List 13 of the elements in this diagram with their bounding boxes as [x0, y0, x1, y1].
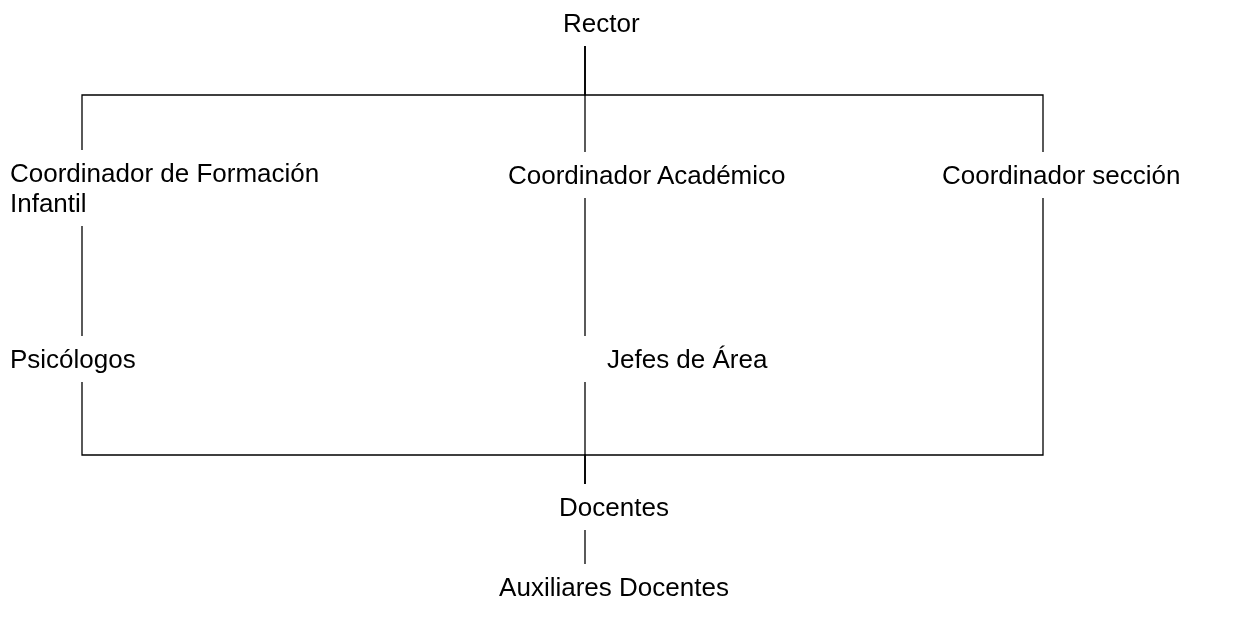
connector-line	[584, 45, 1044, 153]
org-role-label: Rector	[563, 0, 640, 46]
org-role-label: Psicólogos	[10, 336, 136, 382]
org-role-label: Jefes de Área	[580, 336, 768, 382]
connector-line	[584, 529, 586, 565]
org-role-label: Docentes	[559, 484, 669, 530]
org-role-label: Auxiliares Docentes	[499, 564, 729, 610]
connector-line	[81, 225, 83, 337]
org-role-label: Coordinador de Formación Infantil	[10, 150, 370, 226]
org-role-label: Coordinador sección	[942, 152, 1181, 198]
connector-line	[584, 197, 586, 337]
connector-line	[584, 197, 1044, 485]
org-role-label: Coordinador Académico	[508, 152, 786, 198]
